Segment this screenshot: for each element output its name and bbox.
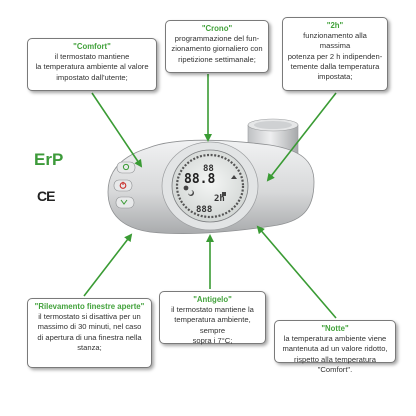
callout-title: "Rilevamento finestre aperte" [34,302,145,311]
callout-line: temperatura ambiente, sempre [174,315,251,335]
lcd-icons [183,175,237,196]
flame-icon [231,175,237,179]
power-button[interactable] [113,179,133,192]
callout-line: mantenuta ad un valore ridotto, [282,344,388,354]
callout-finestre: "Rilevamento finestre aperte" il termost… [27,298,152,368]
chevron-down-icon [120,199,128,205]
arrow-finestre [83,233,133,297]
callout-line: rispetto alla temperatura "Comfort". [294,354,376,374]
callout-line: il termostato mantiene la [171,305,254,315]
callout-line: impostato dall'utente; [56,72,128,82]
callout-line: zionamento giornaliero con [171,44,263,54]
callout-line: ripetizione settimanale; [178,54,256,64]
control-buttons [113,161,136,209]
callout-line: stanza; [77,342,102,352]
window-icon [222,192,226,196]
callout-crono: "Crono" programmazione del fun- zionamen… [165,20,269,73]
erp-mark: ErP [34,150,64,169]
arrow-comfort [91,92,143,168]
arrow-notte [256,225,337,319]
lcd-segment-ring [175,153,245,219]
ce-mark: CE [37,188,55,204]
callout-comfort: "Comfort" il termostato mantiene la temp… [27,38,157,91]
lcd-2h-indicator: 2h [214,194,225,204]
callout-title: "2h" [326,21,344,30]
lcd-sub-digits: 888 [196,205,212,215]
callout-line: la temperatura ambiente al valore [35,62,149,72]
lcd-display [171,149,249,223]
mode-button-icon [122,163,130,171]
callout-line: funzionamento alla massima [303,31,367,51]
callout-line: impostata; [317,72,353,82]
callout-line: potenza per 2 h indipenden- [287,51,383,61]
callout-line: programmazione del fun- [174,34,260,44]
callout-line: temente dalla temperatura [290,61,380,71]
lcd-main-digits: 88.8 [184,172,215,187]
callout-notte: "Notte" la temperatura ambiente viene ma… [274,320,396,374]
lcd-top-digits: 88 [203,164,214,174]
callout-2h: "2h" funzionamento alla massima potenza … [282,17,388,91]
callout-title: "Antigelo" [193,295,232,304]
sun-icon [183,185,189,191]
callout-title: "Crono" [201,24,233,33]
moon-icon [188,190,194,196]
callout-line: il termostato si disattiva per un [38,312,141,322]
callout-line: di apertura di una finestra nella [37,332,142,342]
arrow-2h [266,92,337,182]
callout-line: sopra i 7°C; [192,335,233,345]
callout-title: "Comfort" [73,42,111,51]
callout-line: massimo di 30 minuti, nel caso [37,322,142,332]
callout-title: "Notte" [321,324,349,333]
callout-line: la temperatura ambiente viene [283,334,387,344]
callout-line: il termostato mantiene [54,52,130,62]
callout-antigelo: "Antigelo" il termostato mantiene la tem… [159,291,266,345]
